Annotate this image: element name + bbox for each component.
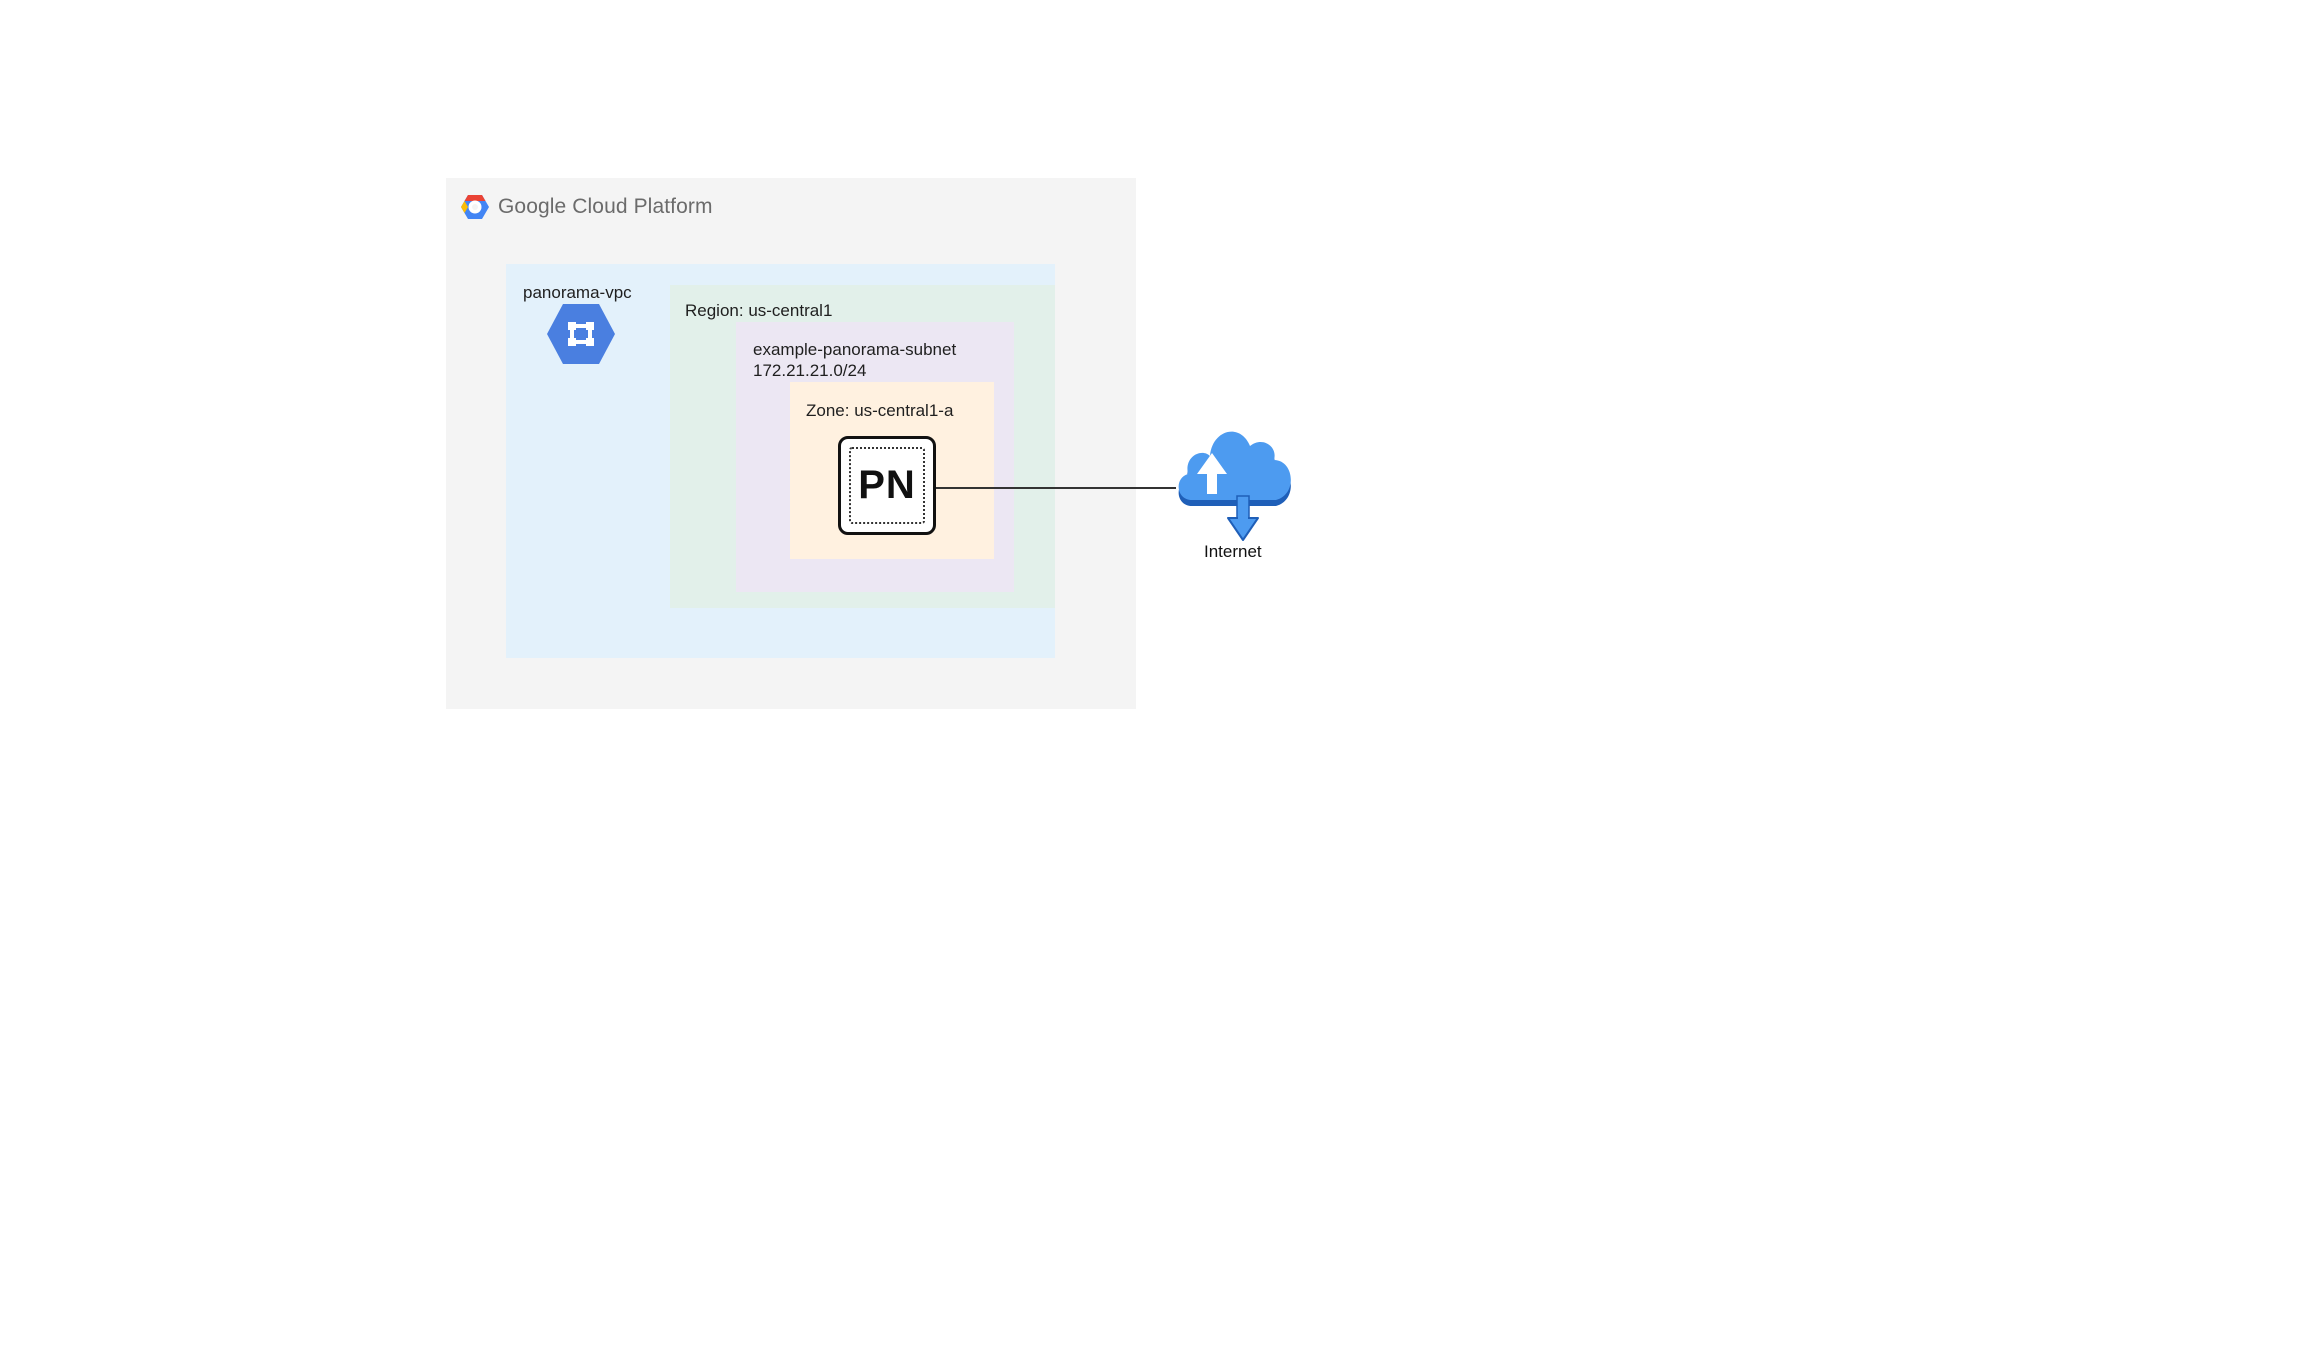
panorama-instance-icon[interactable]: PN (838, 436, 936, 535)
internet-label: Internet (1204, 542, 1262, 561)
gcp-brand-text: Google Cloud Platform (498, 195, 713, 219)
zone-label: Zone: us-central1-a (806, 401, 954, 420)
panorama-instance-label: PN (858, 463, 916, 507)
internet-cloud-icon[interactable] (1172, 418, 1298, 546)
vpc-name-label: panorama-vpc (523, 283, 632, 302)
subnet-cidr-label: 172.21.21.0/24 (753, 361, 867, 380)
gcp-brand-product: Cloud Platform (572, 195, 713, 218)
gcp-hexagon-icon (461, 195, 489, 219)
internet-connection-line (936, 487, 1176, 489)
gcp-brand-google: Google (498, 195, 567, 218)
vpc-network-icon[interactable] (546, 303, 616, 365)
gcp-logo: Google Cloud Platform (460, 192, 713, 222)
region-label: Region: us-central1 (685, 301, 833, 320)
subnet-name-label: example-panorama-subnet (753, 340, 957, 359)
panorama-instance-inner: PN (849, 447, 925, 524)
